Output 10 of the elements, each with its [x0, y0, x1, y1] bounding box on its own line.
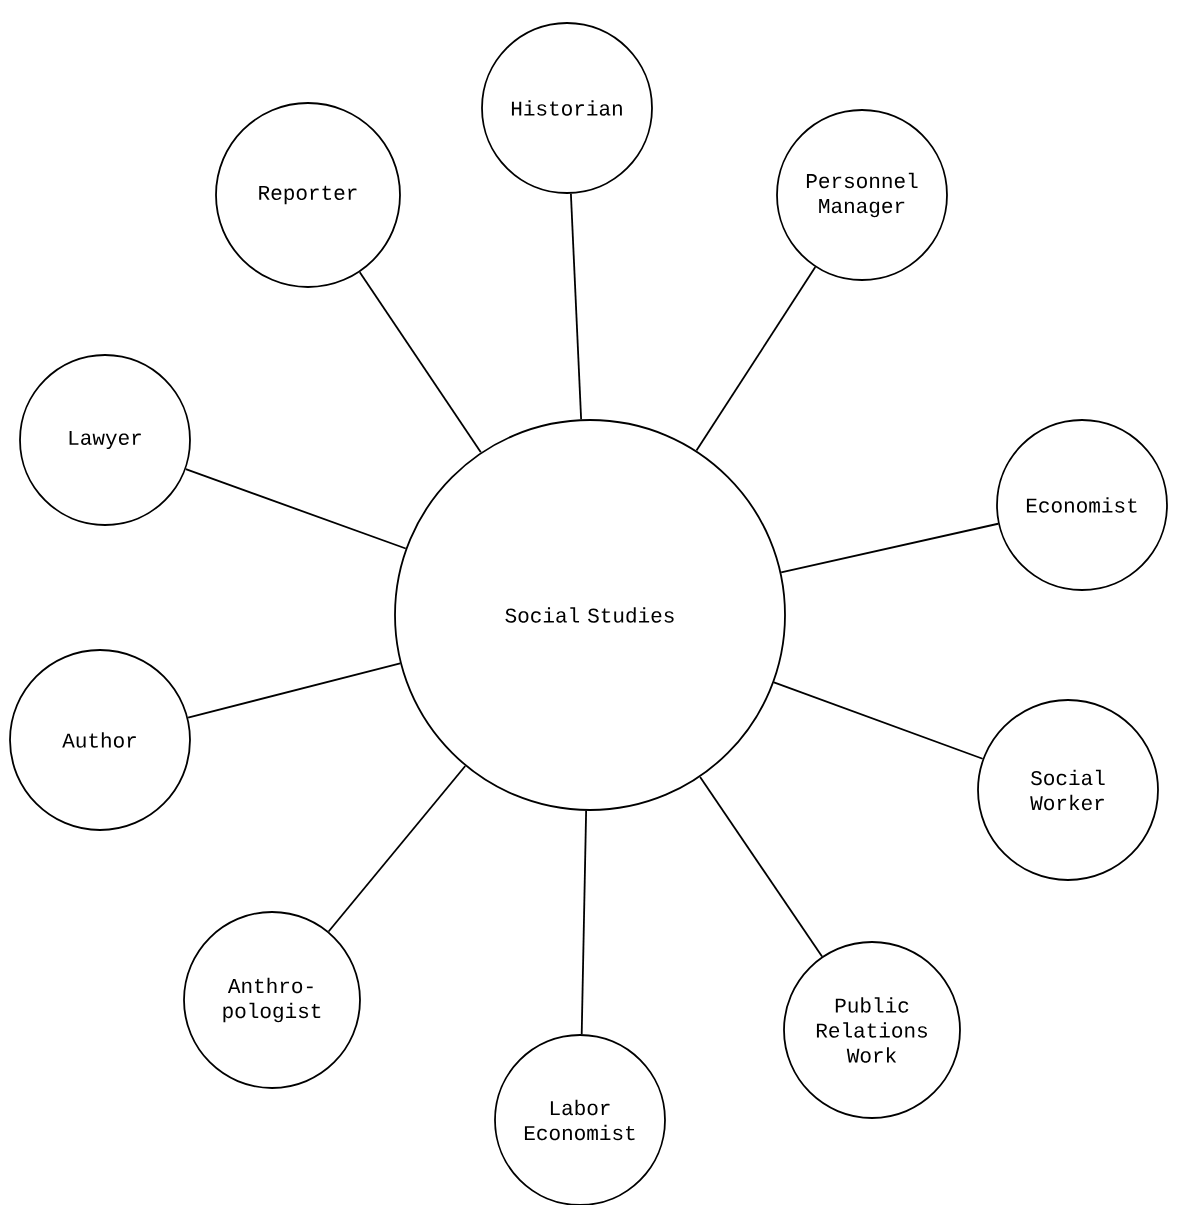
- connector-line: [570, 192, 583, 421]
- connector-line: [327, 765, 467, 933]
- connector-line: [187, 662, 402, 719]
- connector-line: [773, 681, 984, 760]
- connector-line: [358, 271, 482, 454]
- connector-line: [184, 468, 407, 550]
- connector-line: [699, 776, 823, 958]
- connector-line: [580, 809, 587, 1036]
- connector-line: [695, 266, 817, 452]
- connector-line: [780, 522, 1000, 574]
